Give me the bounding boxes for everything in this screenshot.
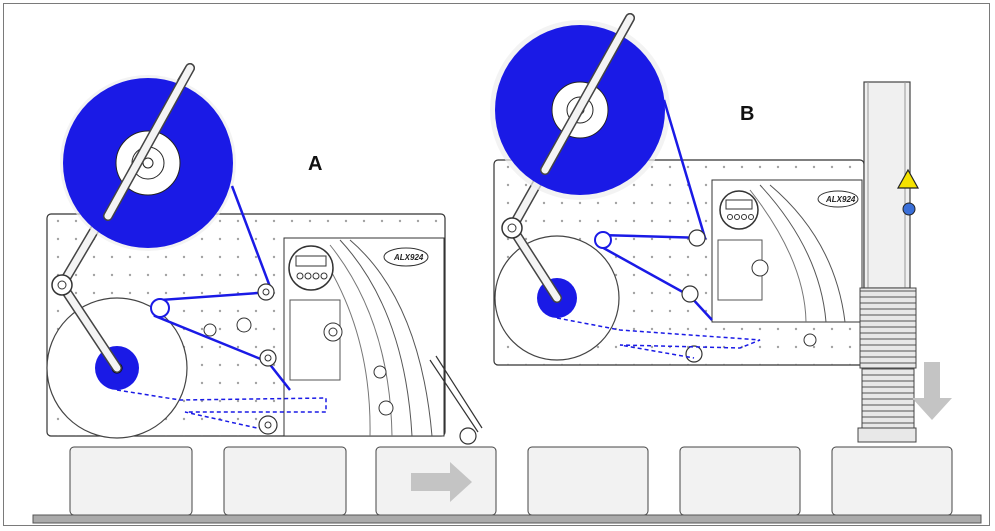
control-display-a xyxy=(288,245,334,291)
bellows-upper xyxy=(859,287,917,369)
label-a: A xyxy=(308,153,322,175)
brand-badge-b: ALX924 xyxy=(817,190,859,208)
box-2 xyxy=(223,446,347,516)
brand-badge-a: ALX924 xyxy=(383,247,429,267)
brand-text-b: ALX924 xyxy=(825,195,856,204)
print-head xyxy=(857,427,917,443)
right-arrow-icon xyxy=(411,462,472,502)
label-b: B xyxy=(740,103,754,125)
printer-tower xyxy=(857,81,920,443)
box-5 xyxy=(679,446,801,516)
liner-path-a xyxy=(116,389,327,431)
box-6 xyxy=(831,446,953,516)
conveyor-belt xyxy=(32,514,982,524)
box-1 xyxy=(69,446,193,516)
down-arrow-icon xyxy=(912,362,952,420)
control-display-b xyxy=(719,190,759,230)
machine-a: ALX924 xyxy=(46,63,483,445)
box-4 xyxy=(527,446,649,516)
laser-warning-icon xyxy=(896,168,920,189)
boxes xyxy=(69,446,953,516)
liner-path-b xyxy=(556,317,761,359)
bellows-lower xyxy=(861,367,915,429)
brand-text-a: ALX924 xyxy=(393,253,424,262)
machine-b: ALX924 B xyxy=(490,13,865,366)
blue-circle-logo-icon xyxy=(902,202,916,216)
